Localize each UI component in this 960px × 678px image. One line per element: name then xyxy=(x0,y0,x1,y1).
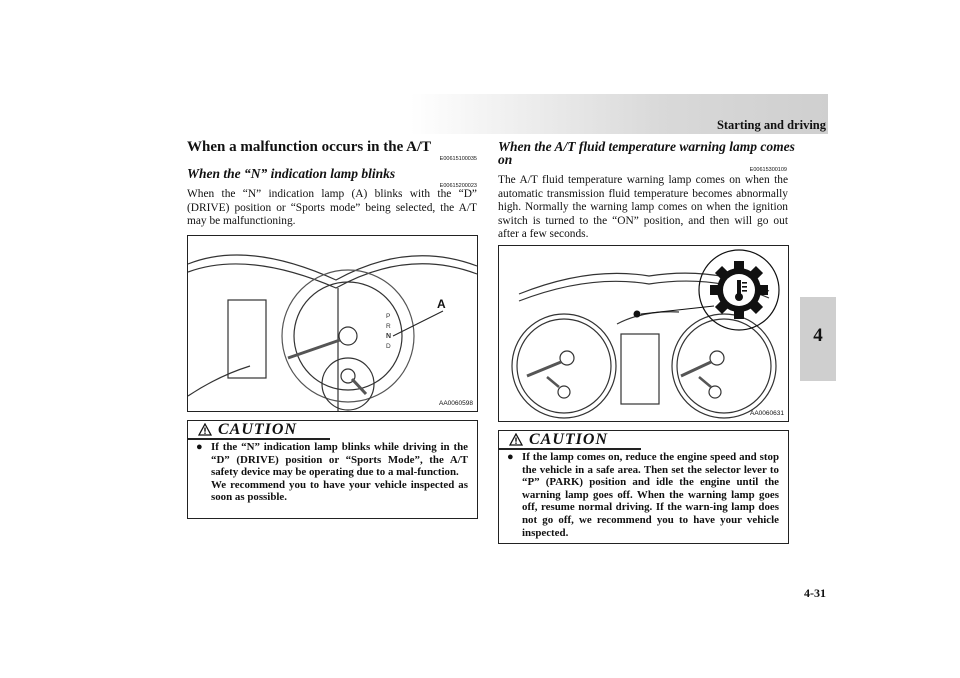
callout-a: A xyxy=(437,297,446,311)
right-subheading-line2: on xyxy=(498,152,513,167)
gear-letter-r: R xyxy=(386,323,391,330)
instrument-cluster-illustration xyxy=(511,249,780,419)
left-subheading: When the “N” indication lamp blinks xyxy=(187,166,396,181)
caution-item: ● If the lamp comes on, reduce the engin… xyxy=(507,451,779,539)
chapter-tab xyxy=(800,297,836,381)
caution-body: ● If the “N” indication lamp blinks whil… xyxy=(196,441,468,504)
caution-rule xyxy=(188,438,330,440)
left-caution-box: CAUTION ● If the “N” indication lamp bli… xyxy=(187,420,478,519)
bullet-icon: ● xyxy=(507,451,514,463)
right-subheading-line1: When the A/T fluid temperature warning l… xyxy=(498,139,795,154)
left-figure-code: AA0060598 xyxy=(439,400,473,407)
right-caution-box: CAUTION ● If the lamp comes on, reduce t… xyxy=(498,430,789,544)
right-subheading-code: E00615300109 xyxy=(749,167,787,173)
gear-letter-n: N xyxy=(386,333,391,340)
left-subheading-code: E00615200023 xyxy=(439,183,477,189)
left-heading-code: E00615100035 xyxy=(439,156,477,162)
right-paragraph: The A/T fluid temperature warning lamp c… xyxy=(498,174,788,241)
bullet-icon: ● xyxy=(196,441,203,453)
caution-item-text: We recommend you to have your vehicle in… xyxy=(211,478,468,504)
caution-item-text: If the lamp comes on, reduce the engine … xyxy=(522,451,779,539)
caution-header: CAUTION xyxy=(188,421,297,438)
caution-title: CAUTION xyxy=(529,430,609,448)
left-paragraph: When the “N” indication lamp (A) blinks … xyxy=(187,188,477,228)
caution-header: CAUTION xyxy=(499,431,608,448)
fluid-temp-figure: AA0060631 xyxy=(498,245,789,422)
warning-triangle-icon xyxy=(198,423,212,436)
page-number: 4-31 xyxy=(804,586,826,600)
caution-body: ● If the lamp comes on, reduce the engin… xyxy=(507,451,779,539)
caution-item: ● If the “N” indication lamp blinks whil… xyxy=(196,441,468,504)
left-heading: When a malfunction occurs in the A/T xyxy=(187,139,432,155)
section-title: Starting and driving xyxy=(716,118,826,132)
n-lamp-figure: P R N D A AA0060598 xyxy=(187,235,478,412)
header-band xyxy=(410,94,828,134)
gear-letter-p: P xyxy=(386,313,390,320)
right-figure-code: AA0060631 xyxy=(750,410,784,417)
caution-rule xyxy=(499,448,641,450)
instrument-cluster-illustration: P R N D A xyxy=(187,254,478,411)
warning-triangle-icon xyxy=(509,433,523,446)
gear-thermometer-icon xyxy=(710,261,768,319)
chapter-number: 4 xyxy=(813,325,823,346)
caution-title: CAUTION xyxy=(218,420,298,438)
gear-letter-d: D xyxy=(386,343,391,350)
caution-item-text: If the “N” indication lamp blinks while … xyxy=(211,441,468,479)
